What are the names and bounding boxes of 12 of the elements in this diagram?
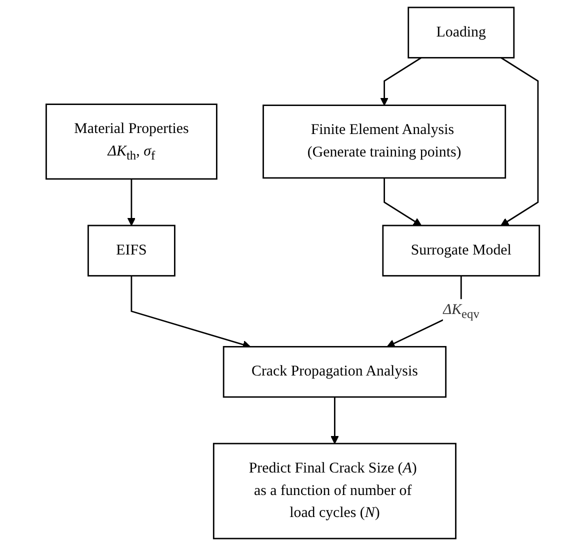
- node-box: Surrogate Model: [382, 224, 540, 276]
- arrow: [384, 178, 422, 226]
- node-box: EIFS: [88, 224, 176, 276]
- node-box: Crack Propagation Analysis: [223, 346, 447, 398]
- node-box: Predict Final Crack Size (A) as a function of number of load cycles (N): [213, 442, 457, 540]
- node-box: Loading: [408, 6, 515, 58]
- arrow: [330, 397, 340, 444]
- arrow: [500, 57, 539, 226]
- node-box: Finite Element Analysis (Generate training points): [262, 104, 506, 179]
- arrow: [128, 178, 136, 226]
- node-box: Material Properties ΔK$_{th}$, σ$_{f}$: [46, 104, 218, 180]
- arrow: [380, 57, 422, 106]
